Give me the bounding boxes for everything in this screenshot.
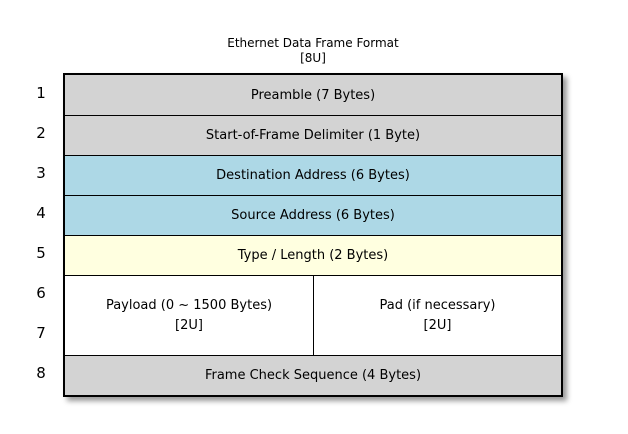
payload-cell-units: [2U] [175,317,203,333]
frame-row-sfd: Start-of-Frame Delimiter (1 Byte) [65,115,561,155]
pad-cell: Pad (if necessary) [2U] [313,276,561,355]
title-block: Ethernet Data Frame Format [8U] [63,36,563,66]
row-number-7: 7 [36,324,46,342]
pad-cell-label: Pad (if necessary) [379,297,496,313]
frame-row-fcs: Frame Check Sequence (4 Bytes) [65,355,561,395]
frame-row-preamble: Preamble (7 Bytes) [65,75,561,115]
pad-cell-units: [2U] [423,317,452,333]
row-number-1: 1 [36,84,46,102]
diagram-subtitle: [8U] [300,51,326,65]
frame-row-sfd-label: Start-of-Frame Delimiter (1 Byte) [205,128,421,143]
frame-row-preamble-label: Preamble (7 Bytes) [250,87,376,103]
frame-row-type-length-label: Type / Length (2 Bytes) [237,248,389,263]
frame-row-destination-address-label: Destination Address (6 Bytes) [216,168,410,183]
diagram-title: Ethernet Data Frame Format [227,36,399,50]
frame-row-destination-address: Destination Address (6 Bytes) [65,155,561,195]
frame-row-source-address: Source Address (6 Bytes) [65,195,561,235]
row-number-8: 8 [36,364,46,382]
row-number-5: 5 [36,244,46,262]
row-number-6: 6 [36,284,46,302]
row-number-column: 1 2 3 4 5 6 7 8 [26,73,56,393]
payload-cell-label: Payload (0 ~ 1500 Bytes) [105,297,273,313]
row-number-4: 4 [36,204,46,222]
payload-cell: Payload (0 ~ 1500 Bytes) [2U] [65,276,313,355]
frame-row-type-length: Type / Length (2 Bytes) [65,235,561,275]
row-number-3: 3 [36,164,46,182]
frame-row-fcs-label: Frame Check Sequence (4 Bytes) [204,368,422,383]
frame-table: Preamble (7 Bytes) Start-of-Frame Delimi… [63,73,563,397]
frame-row-payload-pad: Payload (0 ~ 1500 Bytes) [2U] Pad (if ne… [65,275,561,355]
frame-row-source-address-label: Source Address (6 Bytes) [231,208,395,223]
row-number-2: 2 [36,124,46,142]
